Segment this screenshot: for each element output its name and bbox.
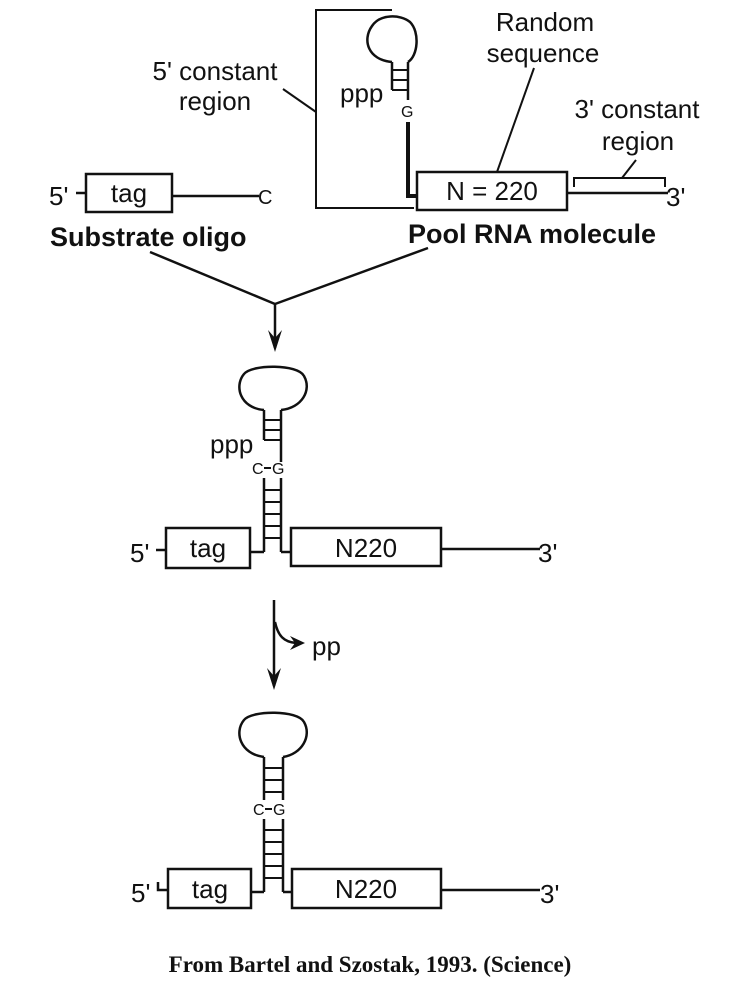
middle-g-base: G — [272, 461, 284, 478]
middle-5prime-label: 5' — [130, 538, 149, 568]
middle-tag-label: tag — [190, 533, 226, 563]
bottom-tag-box — [166, 867, 253, 910]
pyrophosphate-label: pp — [312, 631, 341, 661]
bottom-n220-box — [290, 867, 443, 910]
middle-n220-box — [289, 526, 443, 568]
combine-arrow — [149, 246, 429, 352]
bottom-3prime-label: 3' — [540, 879, 559, 909]
annealed-complex: ppp C G 5' tag N220 3' — [130, 365, 557, 570]
annotation-5-constant-line1: 5' constant — [153, 56, 279, 86]
pool-rna-title: Pool RNA molecule — [408, 219, 656, 249]
ligation-arrow: pp — [267, 600, 341, 690]
arrow-right-icon — [290, 636, 305, 650]
arrow-down-icon — [268, 330, 282, 352]
pyrophosphate-release-curve — [273, 621, 297, 645]
annotation-random-pointer — [496, 67, 535, 173]
bottom-n220-label: N220 — [335, 874, 397, 904]
figure-caption: From Bartel and Szostak, 1993. (Science) — [169, 952, 572, 977]
bottom-g-base: G — [273, 802, 285, 819]
middle-triphosphate-label: ppp — [210, 429, 253, 459]
bottom-tag-label: tag — [192, 874, 228, 904]
substrate-tag-box — [84, 172, 174, 214]
combine-line-left — [149, 250, 276, 306]
substrate-oligo: 5' tag C Substrate oligo — [49, 172, 272, 252]
substrate-5prime-label: 5' — [49, 181, 68, 211]
middle-n220-label: N220 — [335, 533, 397, 563]
middle-3prime-label: 3' — [538, 538, 557, 568]
substrate-c-base: C — [258, 187, 272, 209]
five-prime-constant-bracket — [315, 9, 414, 209]
random-sequence-box — [415, 170, 569, 212]
arrow-down-icon — [267, 668, 281, 690]
substrate-tag-label: tag — [111, 178, 147, 208]
middle-c-base: C — [252, 461, 264, 478]
annotation-3-constant-line2: region — [602, 126, 674, 156]
bottom-5prime-label: 5' — [131, 878, 150, 908]
annotation-3-constant-pointer — [621, 159, 637, 179]
pool-hairpin-loop — [366, 15, 418, 64]
pool-5prime-strand — [406, 122, 417, 198]
three-prime-constant-bracket — [573, 177, 666, 187]
bottom-c-base: C — [253, 802, 265, 819]
middle-tag-box — [164, 526, 252, 570]
bottom-hairpin-loop — [238, 711, 309, 759]
combine-line-right — [274, 246, 429, 306]
annotation-3-constant-line1: 3' constant — [575, 94, 701, 124]
bottom-5prime-connector — [156, 882, 168, 892]
random-sequence-box-label: N = 220 — [446, 176, 538, 206]
pool-3prime-label: 3' — [666, 182, 685, 212]
annotation-5-constant-pointer — [282, 88, 317, 113]
pool-triphosphate-label: ppp — [340, 78, 383, 108]
annotation-random-line1: Random — [496, 7, 594, 37]
substrate-oligo-title: Substrate oligo — [50, 222, 247, 252]
middle-hairpin-loop — [238, 365, 308, 412]
ligated-product: C G 5' tag N220 3' — [131, 711, 559, 910]
annotation-5-constant-line2: region — [179, 86, 251, 116]
annotation-random-line2: sequence — [487, 38, 600, 68]
pool-g-base: G — [401, 104, 413, 121]
pool-rna-molecule: 5' constant region ppp G Random sequence… — [153, 7, 701, 249]
